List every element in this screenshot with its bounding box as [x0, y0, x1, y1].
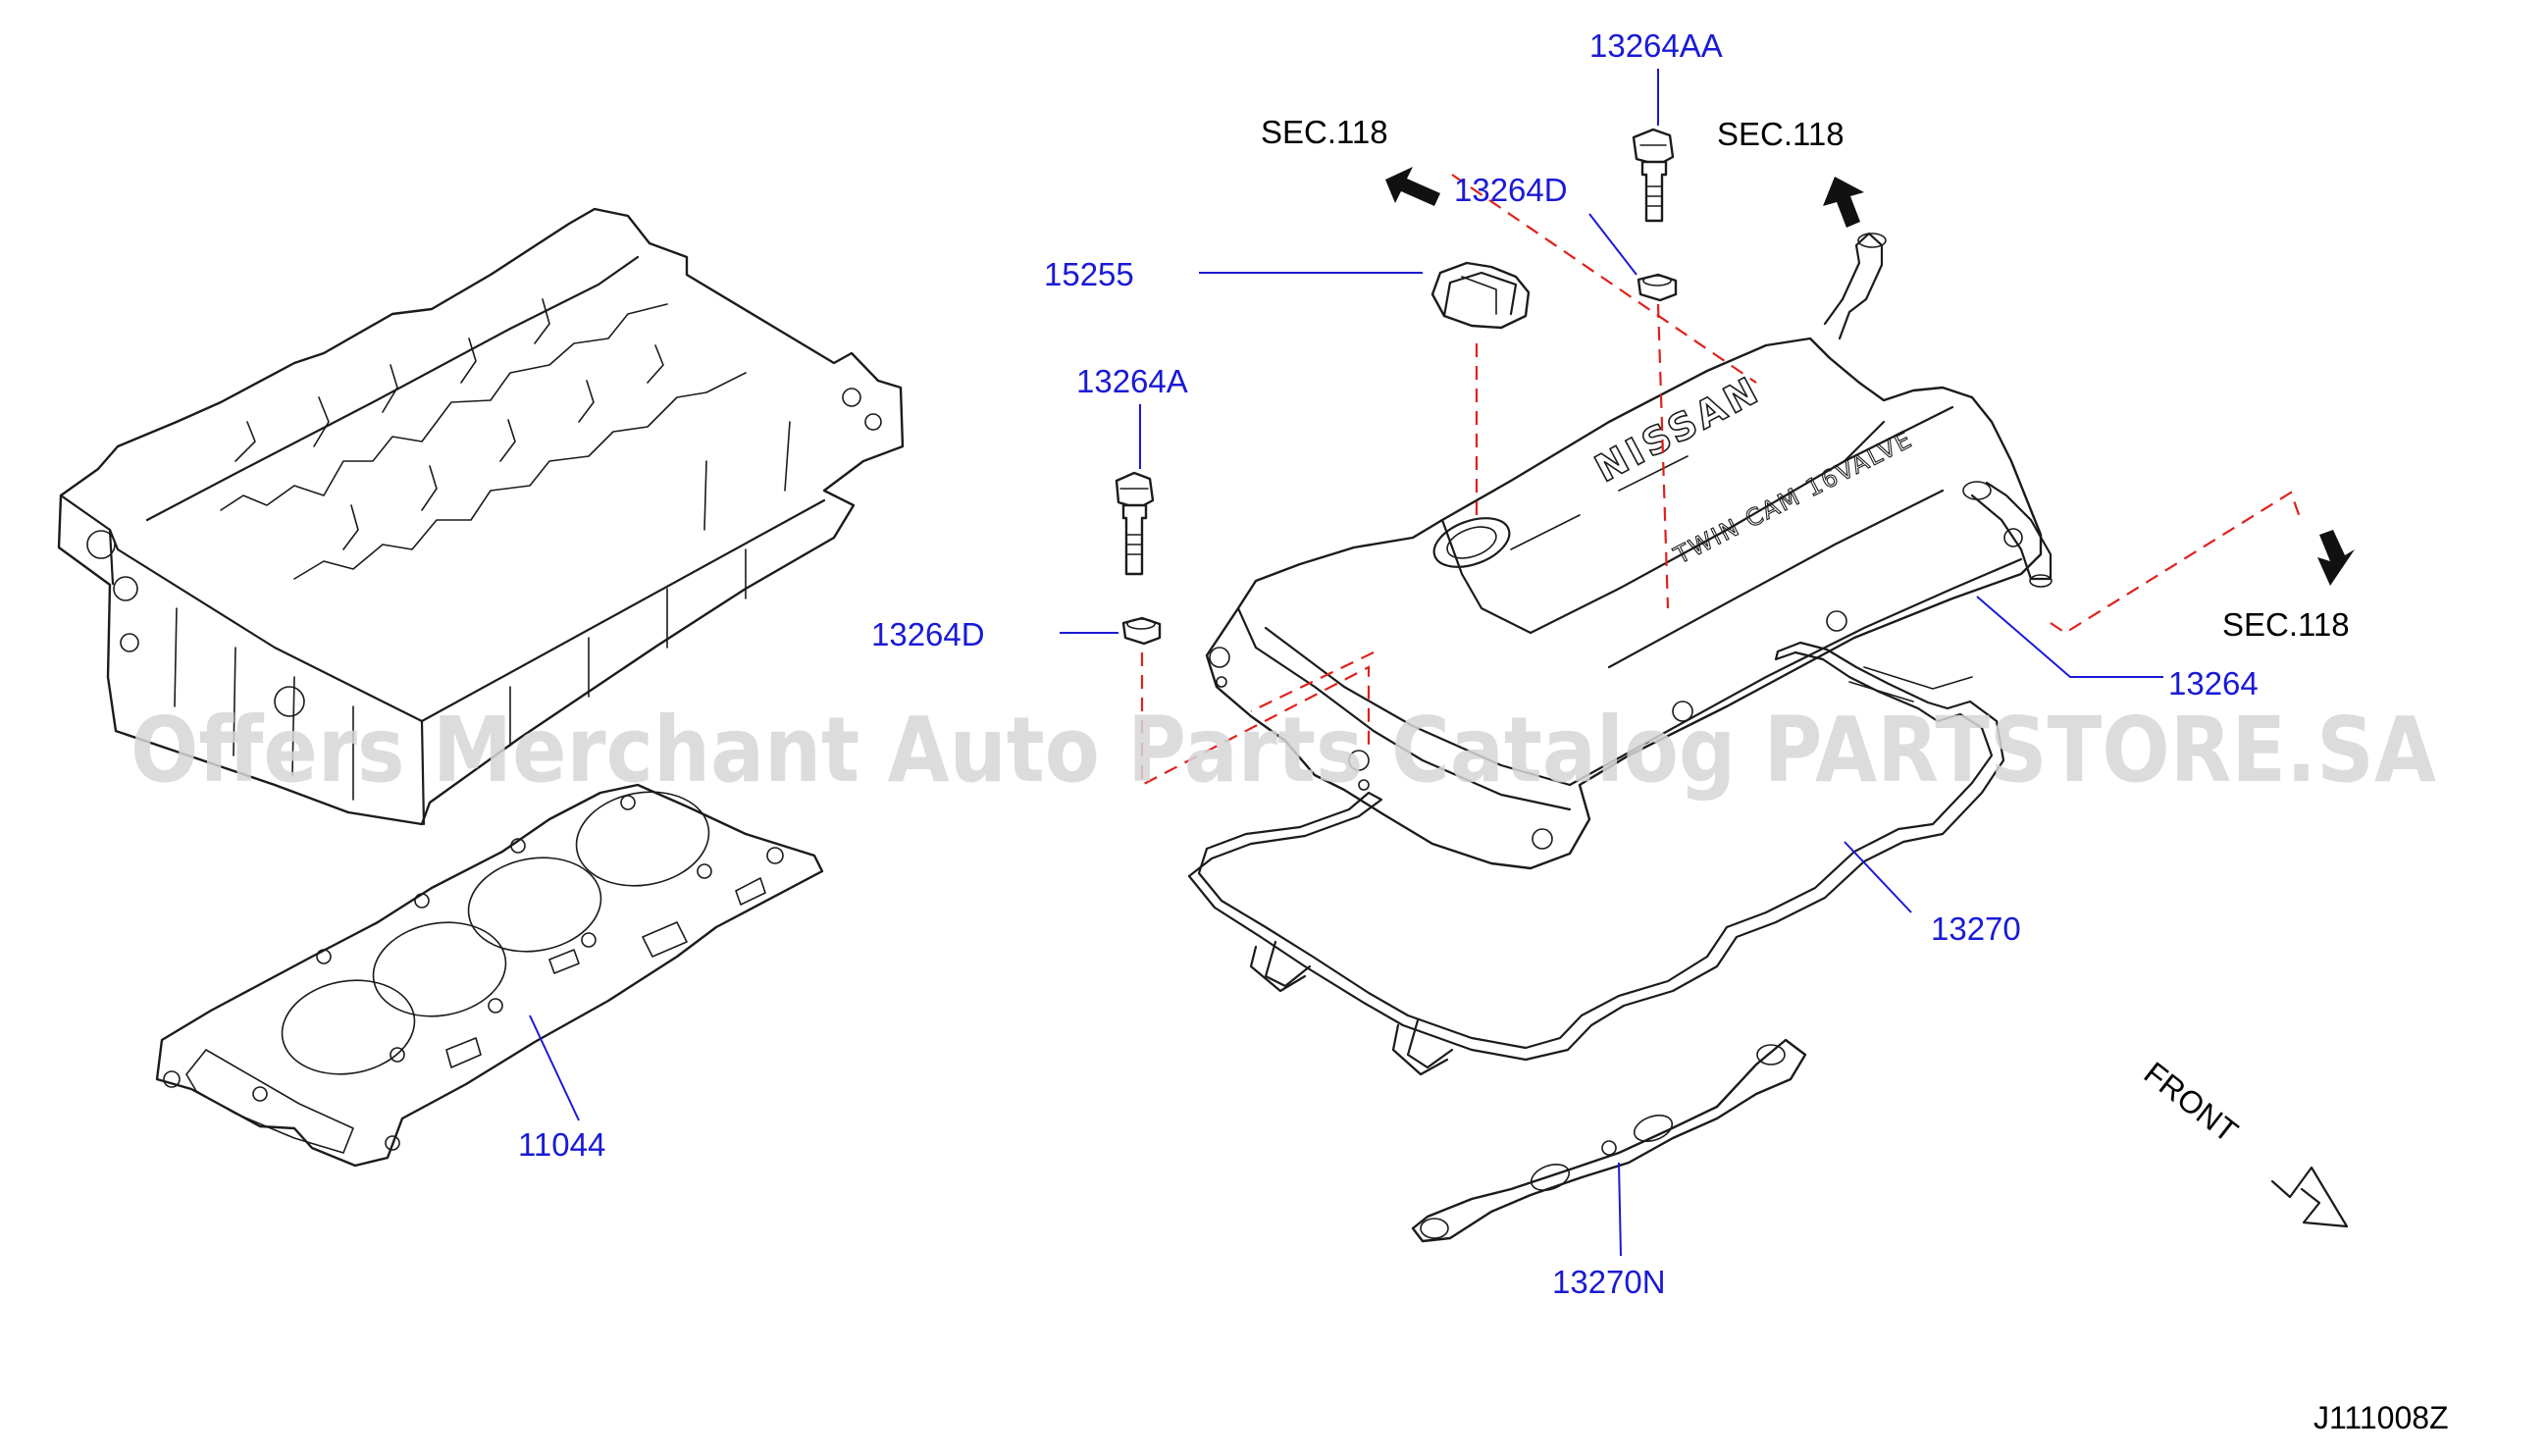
- oil-cap-drawing: [1430, 261, 1531, 330]
- sec-arrow-right: [2317, 530, 2355, 586]
- front-label: FRONT: [2138, 1055, 2245, 1149]
- bolt-13264AA-drawing: [1632, 128, 1675, 223]
- assembly-lines: [1140, 174, 2303, 787]
- part-label-11044[interactable]: 11044: [518, 1126, 605, 1163]
- part-label-13264D-left[interactable]: 13264D: [871, 616, 985, 652]
- washer-13264D-top-drawing: [1637, 273, 1678, 302]
- diagram-code: J111008Z: [2313, 1400, 2449, 1435]
- part-label-13264D-top[interactable]: 13264D: [1454, 172, 1568, 208]
- watermark-text: Offers Merchant Auto Parts Catalog PARTS…: [130, 698, 2436, 803]
- part-label-13270N[interactable]: 13270N: [1552, 1264, 1666, 1300]
- part-labels: 13264AA 13264D 15255 13264A 13264D 13264…: [518, 27, 2259, 1300]
- section-references: SEC.118 SEC.118 SEC.118: [1261, 114, 2350, 643]
- sec-ref-top-right[interactable]: SEC.118: [1717, 116, 1845, 152]
- part-label-13264AA[interactable]: 13264AA: [1589, 27, 1723, 64]
- rocker-cover-drawing: NISSAN TWIN CAM 16VALVE: [1205, 232, 2053, 870]
- part-label-13264A[interactable]: 13264A: [1076, 363, 1188, 399]
- sec-ref-right[interactable]: SEC.118: [2222, 606, 2350, 643]
- front-arrow-icon: [2270, 1166, 2349, 1228]
- sec-arrow-top-right: [1823, 177, 1864, 228]
- sec-ref-left[interactable]: SEC.118: [1261, 114, 1388, 150]
- part-label-13270[interactable]: 13270: [1931, 910, 2021, 947]
- part-label-13264[interactable]: 13264: [2168, 665, 2259, 702]
- head-gasket-drawing: [155, 783, 824, 1168]
- washer-13264D-left-drawing: [1121, 616, 1162, 646]
- leader-lines: [529, 69, 2163, 1257]
- part-label-15255[interactable]: 15255: [1044, 256, 1134, 292]
- cylinder-head-drawing: [57, 207, 905, 826]
- bolt-13264A-drawing: [1115, 471, 1155, 576]
- sec-arrow-left: [1385, 167, 1440, 206]
- rocker-gasket-drawing: [1187, 641, 2005, 1076]
- plug-tube-gasket-drawing: [1411, 1038, 1807, 1243]
